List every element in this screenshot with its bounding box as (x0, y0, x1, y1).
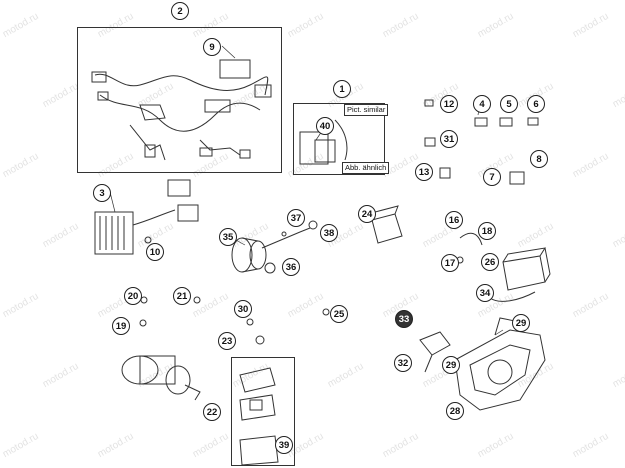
fuse-group-box (231, 357, 295, 466)
callout: 2 (171, 2, 189, 20)
callout: 32 (394, 354, 412, 372)
callout: 29 (512, 314, 530, 332)
callout: 39 (275, 436, 293, 454)
callout: 19 (112, 317, 130, 335)
callout: 35 (219, 228, 237, 246)
ecu-drawing (299, 119, 348, 165)
callout: 30 (234, 300, 252, 318)
callout: 28 (446, 402, 464, 420)
callout: 34 (476, 284, 494, 302)
callout: 21 (173, 287, 191, 305)
flywheel-drawing (231, 227, 311, 274)
abb-aehnlich-label: Abb. ähnlich (342, 162, 390, 174)
callout: 20 (124, 287, 142, 305)
pict-similar-label: Pict. similar (344, 104, 389, 116)
regulator-drawing (94, 179, 199, 255)
battery-strap-drawing (489, 291, 536, 302)
callout: 17 (441, 254, 459, 272)
callout: 13 (415, 163, 433, 181)
callout: 4 (473, 95, 491, 113)
callout: 23 (218, 332, 236, 350)
callout: 16 (445, 211, 463, 229)
callout: 18 (478, 222, 496, 240)
harness-group-box (77, 27, 282, 173)
callout: 38 (320, 224, 338, 242)
callout: 8 (530, 150, 548, 168)
cable-drawing (459, 232, 483, 246)
callout: 26 (481, 253, 499, 271)
callout: 9 (203, 38, 221, 56)
callout: 3 (93, 184, 111, 202)
callout: 5 (500, 95, 518, 113)
callout: 36 (282, 258, 300, 276)
ecu-group-box (293, 103, 385, 175)
callout: 1 (333, 80, 351, 98)
callout: 7 (483, 168, 501, 186)
callout: 25 (330, 305, 348, 323)
callout: 31 (440, 130, 458, 148)
starter-motor-drawing (121, 355, 201, 401)
relay-drawing (371, 205, 403, 244)
callout: 24 (358, 205, 376, 223)
callout: 6 (527, 95, 545, 113)
callout: 29 (442, 356, 460, 374)
callout: 33 (395, 310, 413, 328)
wiring-harness-drawing (91, 59, 272, 161)
callout: 10 (146, 243, 164, 261)
callout: 40 (316, 117, 334, 135)
callout: 37 (287, 209, 305, 227)
fuse-box-drawing (239, 367, 279, 466)
callout: 22 (203, 403, 221, 421)
handlebar-switch-drawing (419, 331, 451, 373)
battery-drawing (502, 247, 551, 291)
callout: 12 (440, 95, 458, 113)
